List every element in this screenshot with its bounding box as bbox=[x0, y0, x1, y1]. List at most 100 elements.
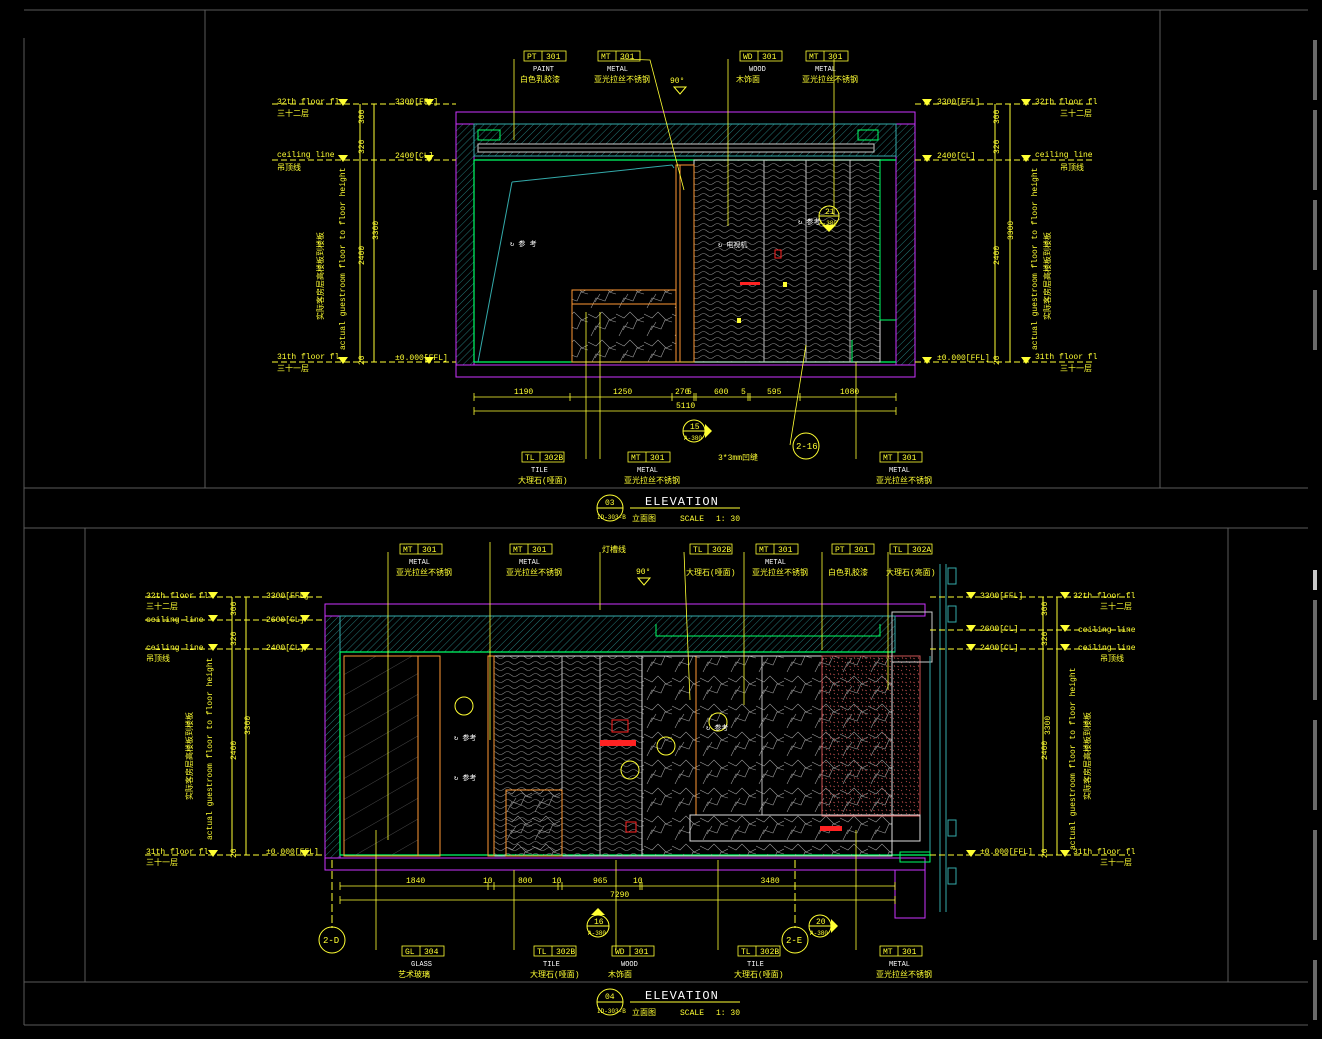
tag-code: WD bbox=[615, 948, 625, 957]
tag-num: 302B bbox=[544, 454, 563, 463]
tag-code: TL bbox=[893, 546, 903, 555]
tag-code: TL bbox=[537, 948, 547, 957]
svg-text:A-380: A-380 bbox=[684, 435, 702, 442]
scroll-thumb[interactable] bbox=[1313, 570, 1317, 590]
top-section-15[interactable]: 15 A-380 bbox=[682, 419, 712, 443]
dimension-total: 7290 bbox=[610, 891, 629, 900]
bot-floor-slab bbox=[324, 857, 926, 871]
tag-name: WOOD bbox=[621, 961, 638, 969]
svg-text:实际客房层高楼板到楼板: 实际客房层高楼板到楼板 bbox=[184, 712, 195, 800]
svg-text:2400[CL]: 2400[CL] bbox=[980, 644, 1018, 653]
svg-text:ceiling line: ceiling line bbox=[146, 616, 204, 625]
dimension-value: 1840 bbox=[406, 877, 425, 886]
top-title: ELEVATION bbox=[645, 495, 719, 509]
scroll-tick bbox=[1313, 40, 1317, 100]
svg-text:90°: 90° bbox=[636, 568, 650, 577]
svg-text:2-16: 2-16 bbox=[796, 442, 818, 452]
svg-text:立面图: 立面图 bbox=[632, 513, 656, 524]
top-level-right-1: 32th floor fl bbox=[1035, 98, 1098, 107]
tag-name-zh: 亚光拉丝不锈钢 bbox=[876, 475, 932, 486]
top-level-left-1-zh: 三十二层 bbox=[277, 108, 309, 119]
dimension-value: 595 bbox=[767, 388, 782, 397]
bot-ceiling-slab bbox=[324, 603, 926, 617]
dimension-total: 5110 bbox=[676, 402, 695, 411]
vertical-scrollbar[interactable] bbox=[1308, 0, 1322, 1034]
tag-num: 304 bbox=[424, 948, 439, 957]
svg-text:↻ 参考: ↻ 参考 bbox=[798, 217, 820, 227]
top-level-right-2: ceiling line bbox=[1035, 151, 1093, 160]
svg-text:↻ 参考: ↻ 参考 bbox=[454, 733, 476, 743]
svg-text:3300[FFL]: 3300[FFL] bbox=[266, 592, 309, 601]
tag-code: MT bbox=[759, 546, 769, 555]
tag-code: PT bbox=[835, 546, 845, 555]
tag-code: GL bbox=[405, 948, 415, 957]
dimension-value: 1190 bbox=[514, 388, 533, 397]
elevation-04[interactable]: 32th floor fl 三十二层 3300[FFL] ceiling lin… bbox=[145, 542, 1136, 1018]
tag-name-zh: 亚光拉丝不锈钢 bbox=[876, 969, 932, 980]
scroll-tick bbox=[1313, 290, 1317, 350]
svg-text:2400: 2400 bbox=[230, 741, 239, 760]
tag-name-zh: 白色乳胶漆 bbox=[520, 74, 560, 85]
bot-grid-d[interactable]: 2-D bbox=[318, 860, 346, 954]
tag-name-zh: 亚光拉丝不锈钢 bbox=[506, 567, 562, 578]
svg-text:1: 30: 1: 30 bbox=[716, 515, 740, 524]
svg-text:↻ 参考: ↻ 参考 bbox=[454, 773, 476, 783]
svg-text:2400[CL]: 2400[CL] bbox=[937, 152, 975, 161]
svg-text:20: 20 bbox=[993, 355, 1002, 365]
bot-left-wall bbox=[324, 615, 341, 859]
tag-code: MT bbox=[883, 454, 893, 463]
tag-name-zh: 亚光拉丝不锈钢 bbox=[594, 74, 650, 85]
top-section-21[interactable]: 21 A-380 bbox=[818, 205, 840, 232]
svg-text:ceiling line: ceiling line bbox=[146, 644, 204, 653]
svg-text:20: 20 bbox=[230, 848, 239, 858]
dimension-value: 10 bbox=[483, 877, 493, 886]
top-elev-left-1: 3300[FFL] bbox=[395, 98, 438, 107]
tag-name: METAL bbox=[637, 467, 658, 475]
tag-code: TL bbox=[693, 546, 703, 555]
top-angle: 90° bbox=[670, 77, 684, 86]
top-level-left-3: 31th floor fl bbox=[277, 353, 340, 362]
bot-section-16[interactable]: 16 A-380 bbox=[586, 908, 610, 938]
svg-text:16: 16 bbox=[594, 918, 604, 927]
bot-grid-e[interactable]: 2-E bbox=[781, 860, 809, 954]
svg-text:3300: 3300 bbox=[1044, 716, 1053, 735]
svg-text:20: 20 bbox=[816, 918, 826, 927]
svg-text:吊顶线: 吊顶线 bbox=[1100, 653, 1124, 664]
bot-section-20[interactable]: 20 A-380 bbox=[808, 914, 838, 938]
svg-text:actual guestroom floor to floo: actual guestroom floor to floor height bbox=[206, 658, 215, 840]
svg-text:三十二层: 三十二层 bbox=[1100, 601, 1132, 612]
tag-name-zh: 大理石(哑面) bbox=[518, 475, 568, 486]
top-grid-bubble[interactable]: 2-16 bbox=[792, 432, 820, 460]
tag-num: 301 bbox=[762, 53, 777, 62]
svg-text:吊顶线: 吊顶线 bbox=[146, 653, 170, 664]
scroll-tick bbox=[1313, 830, 1317, 940]
elevation-03[interactable]: 32th floor fl 三十二层 3300[FFL] ceiling lin… bbox=[272, 50, 1098, 524]
tag-num: 301 bbox=[778, 546, 793, 555]
svg-text:1: 30: 1: 30 bbox=[716, 1009, 740, 1018]
tag-num: 301 bbox=[546, 53, 561, 62]
svg-text:32th floor fl: 32th floor fl bbox=[146, 592, 209, 601]
svg-text:实际客房层高楼板到楼板: 实际客房层高楼板到楼板 bbox=[1042, 232, 1053, 320]
top-levels-right: 3300[FFL] 32th floor fl 三十二层 2400[CL] ce… bbox=[915, 98, 1098, 374]
dimension-value: 5 bbox=[687, 388, 692, 397]
